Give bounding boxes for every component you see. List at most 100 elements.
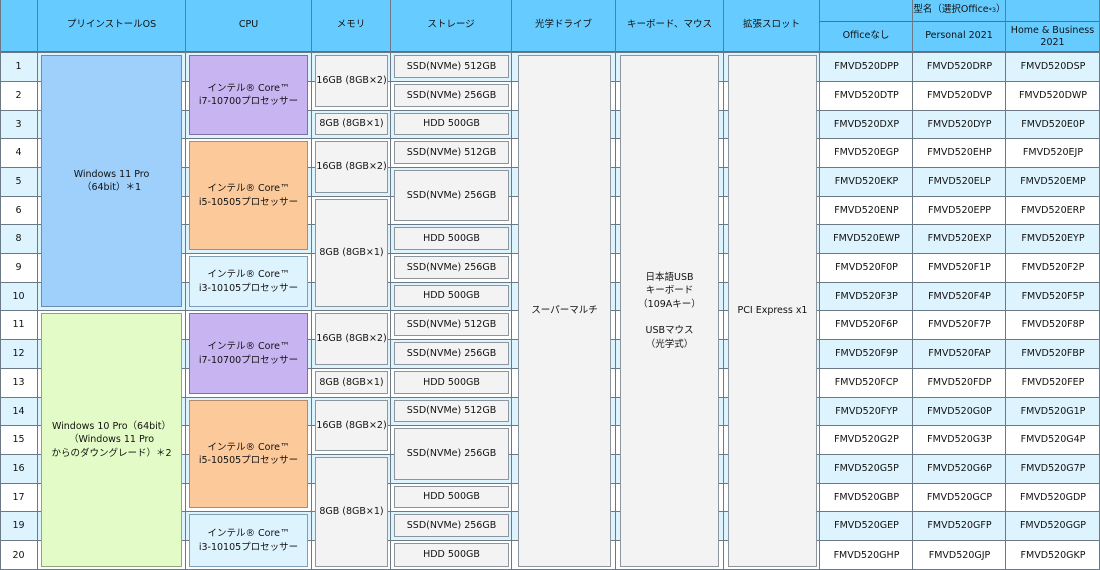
row-number: 4 [15, 147, 22, 158]
model-number: FMVD520G7P [1020, 463, 1086, 474]
row-number: 10 [12, 290, 25, 302]
model-number: FMVD520FDP [927, 377, 992, 388]
row-number: 12 [12, 348, 25, 359]
storage-entry: SSD(NVMe) 512GB [394, 55, 509, 78]
model-number: FMVD520ENP [834, 204, 899, 216]
model-number: FMVD520F0P [835, 262, 898, 273]
row-number: 6 [15, 204, 22, 216]
model-number: FMVD520F7P [928, 319, 991, 330]
memory-entry: 8GB (8GB×1) [315, 199, 388, 307]
column-divider [185, 0, 186, 570]
header-optical-drive: 光学ドライブ [512, 0, 616, 52]
model-number: FMVD520DYP [927, 118, 992, 130]
column-divider [511, 0, 512, 570]
model-number: FMVD520F3P [835, 290, 898, 302]
model-number: FMVD520G6P [927, 463, 992, 474]
cpu-entry: インテル® Core™ i7-10700プロセッサー [189, 55, 308, 135]
storage-entry: SSD(NVMe) 512GB [394, 141, 509, 164]
model-number: FMVD520GKP [1020, 549, 1086, 561]
model-number: FMVD520DWP [1018, 90, 1088, 101]
column-divider [819, 0, 820, 570]
header-model-group-text: 型名（選択Office [913, 4, 989, 16]
model-number: FMVD520F5P [1021, 290, 1085, 302]
column-divider [311, 0, 312, 570]
os-windows-11-pro: Windows 11 Pro （64bit）＊1 [41, 55, 182, 307]
row-number: 9 [15, 262, 22, 273]
model-number: FMVD520F8P [1021, 319, 1085, 330]
optical-drive-entry: スーパーマルチ [518, 55, 611, 567]
memory-entry: 16GB (8GB×2) [315, 141, 388, 193]
row-number: 5 [15, 176, 22, 187]
column-divider [0, 0, 1, 570]
cpu-entry: インテル® Core™ i7-10700プロセッサー [189, 313, 308, 394]
model-number: FMVD520E0P [1021, 118, 1085, 130]
model-number: FMVD520G1P [1020, 405, 1086, 417]
model-number: FMVD520F1P [928, 262, 991, 273]
header-storage: ストレージ [391, 0, 512, 52]
row-number: 1 [15, 61, 22, 72]
row-number: 14 [12, 405, 25, 417]
model-number: FMVD520EGP [834, 147, 899, 158]
model-number: FMVD520GDP [1019, 491, 1086, 503]
header-model-group: 型名（選択Office*3） [820, 0, 1100, 22]
storage-entry: HDD 500GB [394, 371, 509, 394]
row-divider [0, 52, 1100, 53]
model-number: FMVD520F6P [835, 319, 898, 330]
model-number: FMVD520GHP [833, 549, 900, 561]
storage-entry: SSD(NVMe) 256GB [394, 342, 509, 365]
model-number: FMVD520EJP [1022, 147, 1084, 158]
row-number: 17 [12, 491, 25, 503]
row-number: 8 [15, 233, 22, 244]
model-number: FMVD520ELP [928, 176, 991, 187]
model-number: FMVD520FAP [928, 348, 991, 359]
row-number: 20 [12, 549, 25, 561]
column-divider [1005, 0, 1006, 570]
cpu-entry: インテル® Core™ i5-10505プロセッサー [189, 400, 308, 508]
model-number: FMVD520G2P [834, 434, 899, 445]
storage-entry: SSD(NVMe) 256GB [394, 428, 509, 480]
storage-entry: HDD 500GB [394, 486, 509, 508]
memory-entry: 8GB (8GB×1) [315, 371, 388, 394]
storage-entry: SSD(NVMe) 512GB [394, 313, 509, 336]
model-number: FMVD520DVP [927, 90, 992, 101]
row-number: 16 [12, 463, 25, 474]
header-keyboard-mouse: キーボード、マウス [616, 0, 724, 52]
storage-entry: HDD 500GB [394, 227, 509, 250]
header-memory: メモリ [312, 0, 391, 52]
model-number: FMVD520F4P [928, 290, 991, 302]
header-home-business-2021: Home & Business 2021 [1006, 22, 1100, 52]
model-number: FMVD520G3P [927, 434, 992, 445]
model-number: FMVD520G5P [834, 463, 899, 474]
storage-entry: HDD 500GB [394, 285, 509, 307]
column-divider [912, 0, 913, 570]
row-number: 11 [12, 319, 25, 330]
model-number: FMVD520GJP [928, 549, 991, 561]
model-number: FMVD520F2P [1021, 262, 1085, 273]
model-number: FMVD520EKP [834, 176, 899, 187]
storage-entry: HDD 500GB [394, 113, 509, 135]
cpu-entry: インテル® Core™ i5-10505プロセッサー [189, 141, 308, 250]
memory-entry: 16GB (8GB×2) [315, 313, 388, 365]
header-office-none: Officeなし [820, 22, 913, 52]
header-expansion-slot: 拡張スロット [724, 0, 820, 52]
model-number: FMVD520EPP [927, 204, 992, 216]
row-number: 3 [15, 118, 22, 130]
header-model-group-tail: ） [996, 4, 1006, 16]
header-blank [0, 0, 38, 52]
model-number: FMVD520FCP [834, 377, 899, 388]
model-number: FMVD520DXP [833, 118, 900, 130]
row-number: 13 [12, 377, 25, 388]
model-number: FMVD520GCP [926, 491, 993, 503]
model-number: FMVD520DPP [834, 61, 899, 72]
row-number: 2 [15, 90, 22, 101]
memory-entry: 8GB (8GB×1) [315, 113, 388, 135]
header-os: プリインストールOS [38, 0, 186, 52]
memory-entry: 16GB (8GB×2) [315, 400, 388, 451]
storage-entry: SSD(NVMe) 256GB [394, 170, 509, 221]
model-number: FMVD520FEP [1021, 377, 1085, 388]
model-number: FMVD520EHP [927, 147, 992, 158]
storage-entry: SSD(NVMe) 256GB [394, 514, 509, 537]
model-number: FMVD520FYP [835, 405, 898, 417]
expansion-slot-entry: PCI Express x1 [728, 55, 817, 567]
